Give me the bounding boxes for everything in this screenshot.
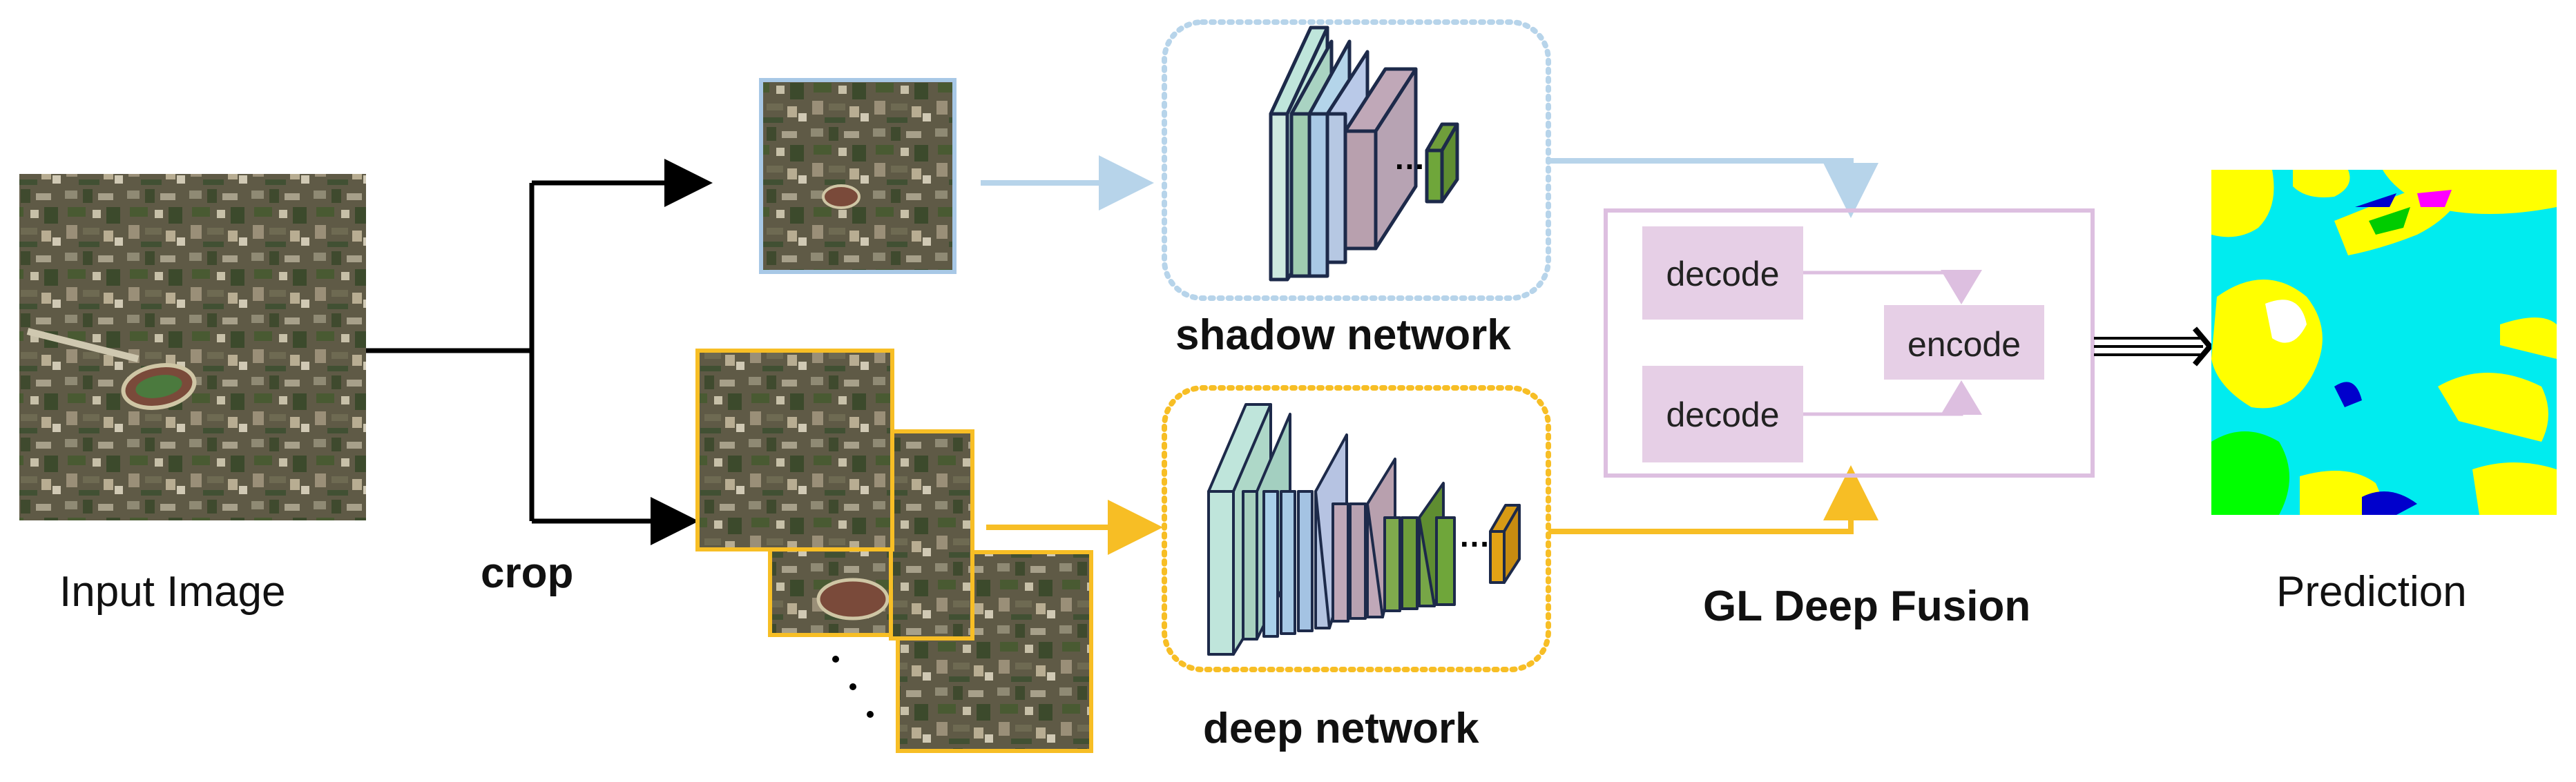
crop-split-arrows — [366, 159, 713, 545]
cnn-layers-icon — [1269, 26, 1459, 282]
input-image-label: Input Image — [59, 568, 286, 616]
shadow-output-arrow — [1548, 158, 1878, 218]
shadow-network-label: shadow network — [1175, 311, 1511, 359]
ellipsis-icon: … — [1459, 518, 1490, 554]
decode-block-bottom — [1642, 366, 1803, 462]
fusion-module — [1604, 208, 2095, 478]
ellipsis-icon — [832, 656, 839, 663]
decode-block-top — [1642, 226, 1803, 320]
crop-label: crop — [481, 549, 574, 597]
prediction-label: Prediction — [2276, 568, 2467, 616]
cnn-layers-icon — [1207, 403, 1521, 656]
encode-label: encode — [1907, 325, 2021, 364]
decode-top-label: decode — [1666, 255, 1780, 293]
deep-network: … — [1162, 385, 1551, 672]
input-image — [19, 174, 366, 520]
encode-block — [1884, 305, 2044, 380]
shadow-network: … — [1162, 19, 1551, 301]
gl-deep-fusion-label: GL Deep Fusion — [1703, 583, 2031, 630]
ellipsis-icon: … — [1394, 140, 1425, 176]
deep-output-arrow — [1548, 465, 1878, 534]
decode-bottom-label: decode — [1666, 395, 1780, 434]
global-crop-image — [759, 78, 957, 274]
output-arrow — [2094, 326, 2214, 366]
deep-network-label: deep network — [1203, 705, 1479, 752]
prediction-map — [2211, 170, 2557, 515]
local-crop-images — [695, 349, 1093, 753]
